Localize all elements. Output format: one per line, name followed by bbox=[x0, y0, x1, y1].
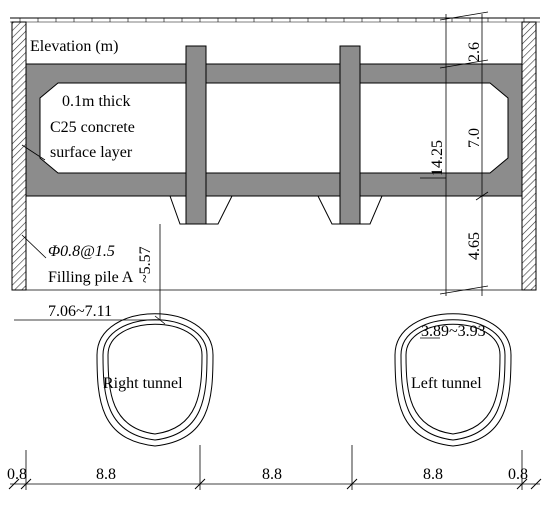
right-tunnel-label: Right tunnel bbox=[103, 375, 183, 392]
right-retaining-wall bbox=[521, 21, 537, 291]
concrete-note-line3: surface layer bbox=[50, 144, 133, 161]
dimension-tick bbox=[346, 478, 358, 490]
column-left bbox=[185, 45, 207, 225]
pile-note-line2: Filling pile A bbox=[48, 269, 134, 286]
left-retaining-wall bbox=[11, 21, 27, 291]
pile-note-line1: Φ0.8@1.5 bbox=[48, 243, 115, 260]
left-offset-dimension: 7.06~7.11 bbox=[48, 303, 112, 320]
bottom-edge-right-dimension: 0.8 bbox=[508, 466, 528, 483]
bay-3-dimension: 8.8 bbox=[423, 466, 443, 483]
bay-1-dimension: 8.8 bbox=[96, 466, 116, 483]
bay-2-dimension: 8.8 bbox=[262, 466, 282, 483]
total-height-dimension: 14.25 bbox=[429, 140, 446, 176]
lower-depth-dimension: 4.65 bbox=[466, 232, 483, 260]
box-height-dimension: 7.0 bbox=[466, 128, 483, 148]
column-right bbox=[339, 45, 361, 225]
bottom-edge-left-dimension: 0.8 bbox=[7, 466, 27, 483]
right-offset-dimension: 3.89~3.93 bbox=[421, 323, 486, 340]
elevation-title: Elevation (m) bbox=[30, 38, 118, 55]
dimension-tick bbox=[530, 478, 542, 490]
left-tunnel bbox=[394, 313, 512, 447]
concrete-note-line1: 0.1m thick bbox=[62, 93, 130, 110]
ground-surface bbox=[10, 17, 540, 23]
top-slab-dimension: 2.6 bbox=[466, 42, 483, 62]
dimension-tick bbox=[194, 478, 206, 490]
dimension-tick bbox=[20, 478, 32, 490]
right-tunnel bbox=[96, 313, 214, 447]
leader-lines bbox=[14, 144, 440, 339]
left-tunnel-label: Left tunnel bbox=[411, 375, 482, 392]
dimension-tick bbox=[516, 478, 528, 490]
pile-to-tunnel-dimension: ~5.57 bbox=[137, 246, 154, 283]
concrete-note-line2: C25 concrete bbox=[50, 119, 135, 136]
dimension-tick bbox=[8, 478, 20, 490]
base-slab-outline bbox=[26, 195, 522, 225]
vertical-dimensions bbox=[159, 11, 489, 320]
